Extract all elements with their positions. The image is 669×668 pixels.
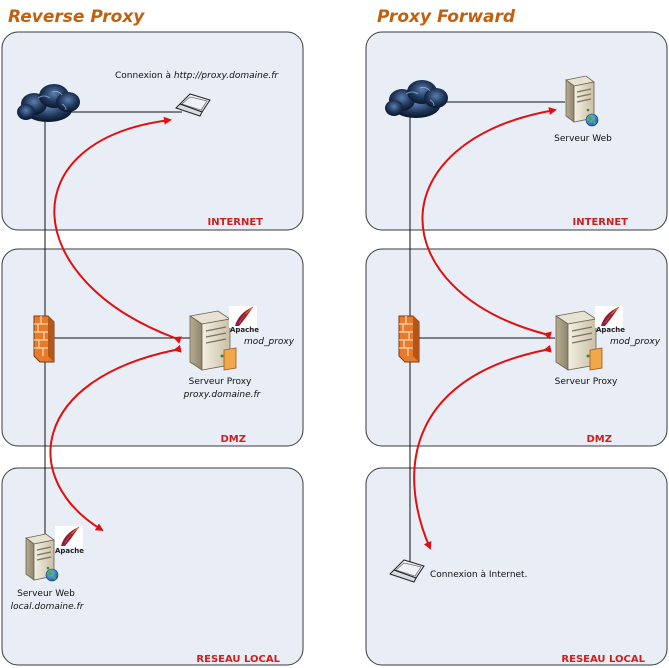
- left-local-label: RESEAU LOCAL: [196, 654, 280, 665]
- left-arrow-proxy-web: [49, 344, 182, 532]
- left-dmz-label: DMZ: [220, 434, 246, 445]
- firewall-icon: [398, 315, 420, 363]
- apache-label: Apache: [596, 326, 625, 334]
- left-proxy-host-label: proxy.domaine.fr: [183, 390, 262, 400]
- left-web-host-label: local.domaine.fr: [11, 602, 85, 612]
- reverse-proxy-title: Reverse Proxy: [8, 7, 145, 27]
- left-internet-label: INTERNET: [208, 217, 264, 228]
- globe-icon: [585, 113, 599, 127]
- right-web-server-label: Serveur Web: [554, 134, 612, 144]
- left-client-url: http://proxy.domaine.fr: [174, 71, 280, 81]
- right-internet-label: INTERNET: [573, 217, 629, 228]
- globe-icon: [45, 568, 59, 582]
- left-client-label: Connexion à http://proxy.domaine.fr: [115, 71, 279, 81]
- right-arrow-proxy-web: [421, 107, 557, 340]
- apache-feather-icon: [54, 525, 84, 549]
- right-internet-zone: [365, 31, 668, 231]
- reverse-proxy-panel: Reverse Proxy INTERNET DMZ RESEAU LOCAL …: [1, 7, 304, 666]
- right-dmz-label: DMZ: [586, 434, 612, 445]
- apache-label: Apache: [55, 547, 84, 555]
- left-arrow-client-proxy: [53, 116, 183, 344]
- right-proxy-server-label: Serveur Proxy: [555, 377, 618, 387]
- apache-label: Apache: [230, 326, 259, 334]
- left-internet-zone: [1, 31, 304, 231]
- right-module-label: mod_proxy: [610, 337, 661, 347]
- right-client-label: Connexion à Internet.: [430, 570, 527, 580]
- right-local-label: RESEAU LOCAL: [561, 654, 645, 665]
- proxy-forward-panel: Proxy Forward INTERNET DMZ RESEAU LOCAL …: [365, 7, 668, 666]
- firewall-icon: [33, 315, 55, 363]
- apache-feather-icon: [594, 305, 624, 329]
- left-module-label: mod_proxy: [244, 337, 295, 347]
- left-client-prefix: Connexion à: [115, 71, 174, 81]
- proxy-forward-title: Proxy Forward: [377, 7, 516, 27]
- left-web-server-label: Serveur Web: [17, 589, 75, 599]
- apache-feather-icon: [228, 305, 258, 329]
- right-arrow-client-proxy: [413, 344, 552, 550]
- left-proxy-server-label: Serveur Proxy: [189, 377, 252, 387]
